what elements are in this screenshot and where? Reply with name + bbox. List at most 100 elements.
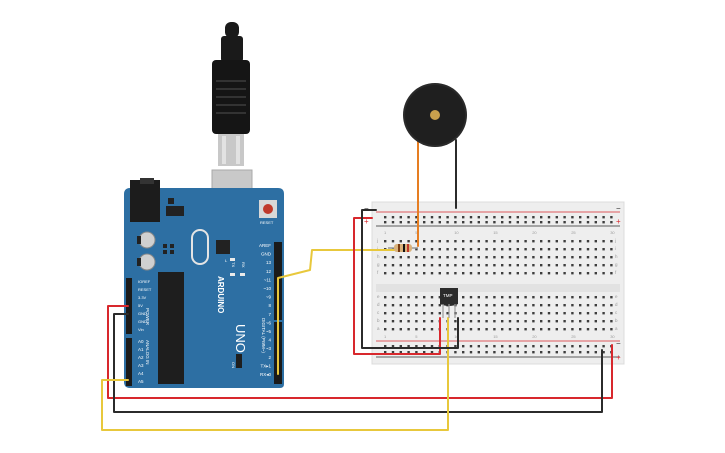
breadboard-hole[interactable] xyxy=(384,296,387,299)
breadboard-hole[interactable] xyxy=(555,221,558,224)
breadboard-hole[interactable] xyxy=(430,312,434,315)
breadboard-hole[interactable] xyxy=(571,221,574,224)
breadboard-hole[interactable] xyxy=(563,351,566,354)
usb-cable[interactable] xyxy=(212,22,250,166)
breadboard-hole[interactable] xyxy=(547,351,551,354)
breadboard-hole[interactable] xyxy=(516,328,519,331)
breadboard-hole[interactable] xyxy=(407,351,410,354)
breadboard-hole[interactable] xyxy=(501,296,504,299)
breadboard-hole[interactable] xyxy=(516,320,519,323)
breadboard-hole[interactable] xyxy=(438,240,441,243)
breadboard-hole[interactable] xyxy=(407,296,410,299)
breadboard-hole[interactable] xyxy=(384,328,387,331)
breadboard-hole[interactable] xyxy=(477,256,480,259)
breadboard-hole[interactable] xyxy=(547,256,551,259)
breadboard-hole[interactable] xyxy=(586,312,590,315)
breadboard-hole[interactable] xyxy=(477,296,480,299)
breadboard-hole[interactable] xyxy=(430,264,434,267)
breadboard-hole[interactable] xyxy=(602,296,605,299)
breadboard-hole[interactable] xyxy=(586,320,590,323)
breadboard-hole[interactable] xyxy=(454,345,457,348)
breadboard-hole[interactable] xyxy=(501,221,504,224)
breadboard-hole[interactable] xyxy=(469,304,473,307)
breadboard-hole[interactable] xyxy=(532,320,535,323)
breadboard-hole[interactable] xyxy=(532,304,535,307)
breadboard-hole[interactable] xyxy=(384,216,387,219)
breadboard-hole[interactable] xyxy=(415,328,418,331)
breadboard-hole[interactable] xyxy=(586,221,590,224)
breadboard-hole[interactable] xyxy=(391,272,395,275)
breadboard-hole[interactable] xyxy=(602,312,605,315)
breadboard-hole[interactable] xyxy=(579,320,582,323)
breadboard-hole[interactable] xyxy=(446,221,449,224)
breadboard-hole[interactable] xyxy=(423,304,426,307)
breadboard-hole[interactable] xyxy=(524,264,527,267)
breadboard-hole[interactable] xyxy=(594,351,597,354)
breadboard-hole[interactable] xyxy=(423,256,426,259)
breadboard-hole[interactable] xyxy=(532,328,535,331)
breadboard-hole[interactable] xyxy=(493,304,496,307)
breadboard-hole[interactable] xyxy=(391,264,395,267)
breadboard-hole[interactable] xyxy=(446,264,449,267)
breadboard-hole[interactable] xyxy=(586,304,590,307)
breadboard-hole[interactable] xyxy=(493,328,496,331)
breadboard-hole[interactable] xyxy=(524,240,527,243)
breadboard-hole[interactable] xyxy=(469,248,473,251)
breadboard-hole[interactable] xyxy=(477,248,480,251)
breadboard-hole[interactable] xyxy=(501,240,504,243)
breadboard-hole[interactable] xyxy=(524,248,527,251)
breadboard-hole[interactable] xyxy=(384,221,387,224)
breadboard-hole[interactable] xyxy=(493,272,496,275)
breadboard-hole[interactable] xyxy=(508,256,512,259)
breadboard-hole[interactable] xyxy=(602,272,605,275)
breadboard-hole[interactable] xyxy=(516,312,519,315)
breadboard-hole[interactable] xyxy=(493,351,496,354)
breadboard-hole[interactable] xyxy=(571,216,574,219)
breadboard-hole[interactable] xyxy=(384,272,387,275)
breadboard-hole[interactable] xyxy=(438,272,441,275)
breadboard-hole[interactable] xyxy=(493,248,496,251)
breadboard-hole[interactable] xyxy=(477,312,480,315)
breadboard-hole[interactable] xyxy=(462,256,465,259)
breadboard-hole[interactable] xyxy=(477,328,480,331)
breadboard-hole[interactable] xyxy=(407,304,410,307)
breadboard-hole[interactable] xyxy=(462,345,465,348)
breadboard-hole[interactable] xyxy=(602,264,605,267)
breadboard-hole[interactable] xyxy=(579,221,582,224)
breadboard-hole[interactable] xyxy=(540,351,543,354)
breadboard-hole[interactable] xyxy=(610,272,613,275)
breadboard-hole[interactable] xyxy=(462,296,465,299)
breadboard-hole[interactable] xyxy=(493,216,496,219)
breadboard-hole[interactable] xyxy=(547,296,551,299)
breadboard-hole[interactable] xyxy=(501,248,504,251)
breadboard-hole[interactable] xyxy=(438,221,441,224)
breadboard-hole[interactable] xyxy=(485,296,488,299)
breadboard-hole[interactable] xyxy=(571,240,574,243)
breadboard-hole[interactable] xyxy=(430,256,434,259)
breadboard-hole[interactable] xyxy=(399,304,402,307)
breadboard-hole[interactable] xyxy=(462,351,465,354)
breadboard-hole[interactable] xyxy=(586,256,590,259)
breadboard-hole[interactable] xyxy=(384,256,387,259)
breadboard-hole[interactable] xyxy=(563,328,566,331)
breadboard-hole[interactable] xyxy=(485,304,488,307)
breadboard-hole[interactable] xyxy=(430,296,434,299)
breadboard-hole[interactable] xyxy=(547,264,551,267)
breadboard-hole[interactable] xyxy=(430,272,434,275)
breadboard-hole[interactable] xyxy=(485,345,488,348)
breadboard-hole[interactable] xyxy=(555,304,558,307)
breadboard-hole[interactable] xyxy=(516,221,519,224)
breadboard-hole[interactable] xyxy=(391,320,395,323)
breadboard-hole[interactable] xyxy=(547,320,551,323)
breadboard-hole[interactable] xyxy=(594,248,597,251)
breadboard-hole[interactable] xyxy=(501,345,504,348)
breadboard-hole[interactable] xyxy=(407,240,410,243)
breadboard-hole[interactable] xyxy=(571,351,574,354)
breadboard-hole[interactable] xyxy=(415,320,418,323)
breadboard-hole[interactable] xyxy=(555,328,558,331)
breadboard-hole[interactable] xyxy=(399,221,402,224)
breadboard-hole[interactable] xyxy=(430,328,434,331)
breadboard-hole[interactable] xyxy=(540,296,543,299)
breadboard-hole[interactable] xyxy=(563,296,566,299)
breadboard-hole[interactable] xyxy=(516,272,519,275)
